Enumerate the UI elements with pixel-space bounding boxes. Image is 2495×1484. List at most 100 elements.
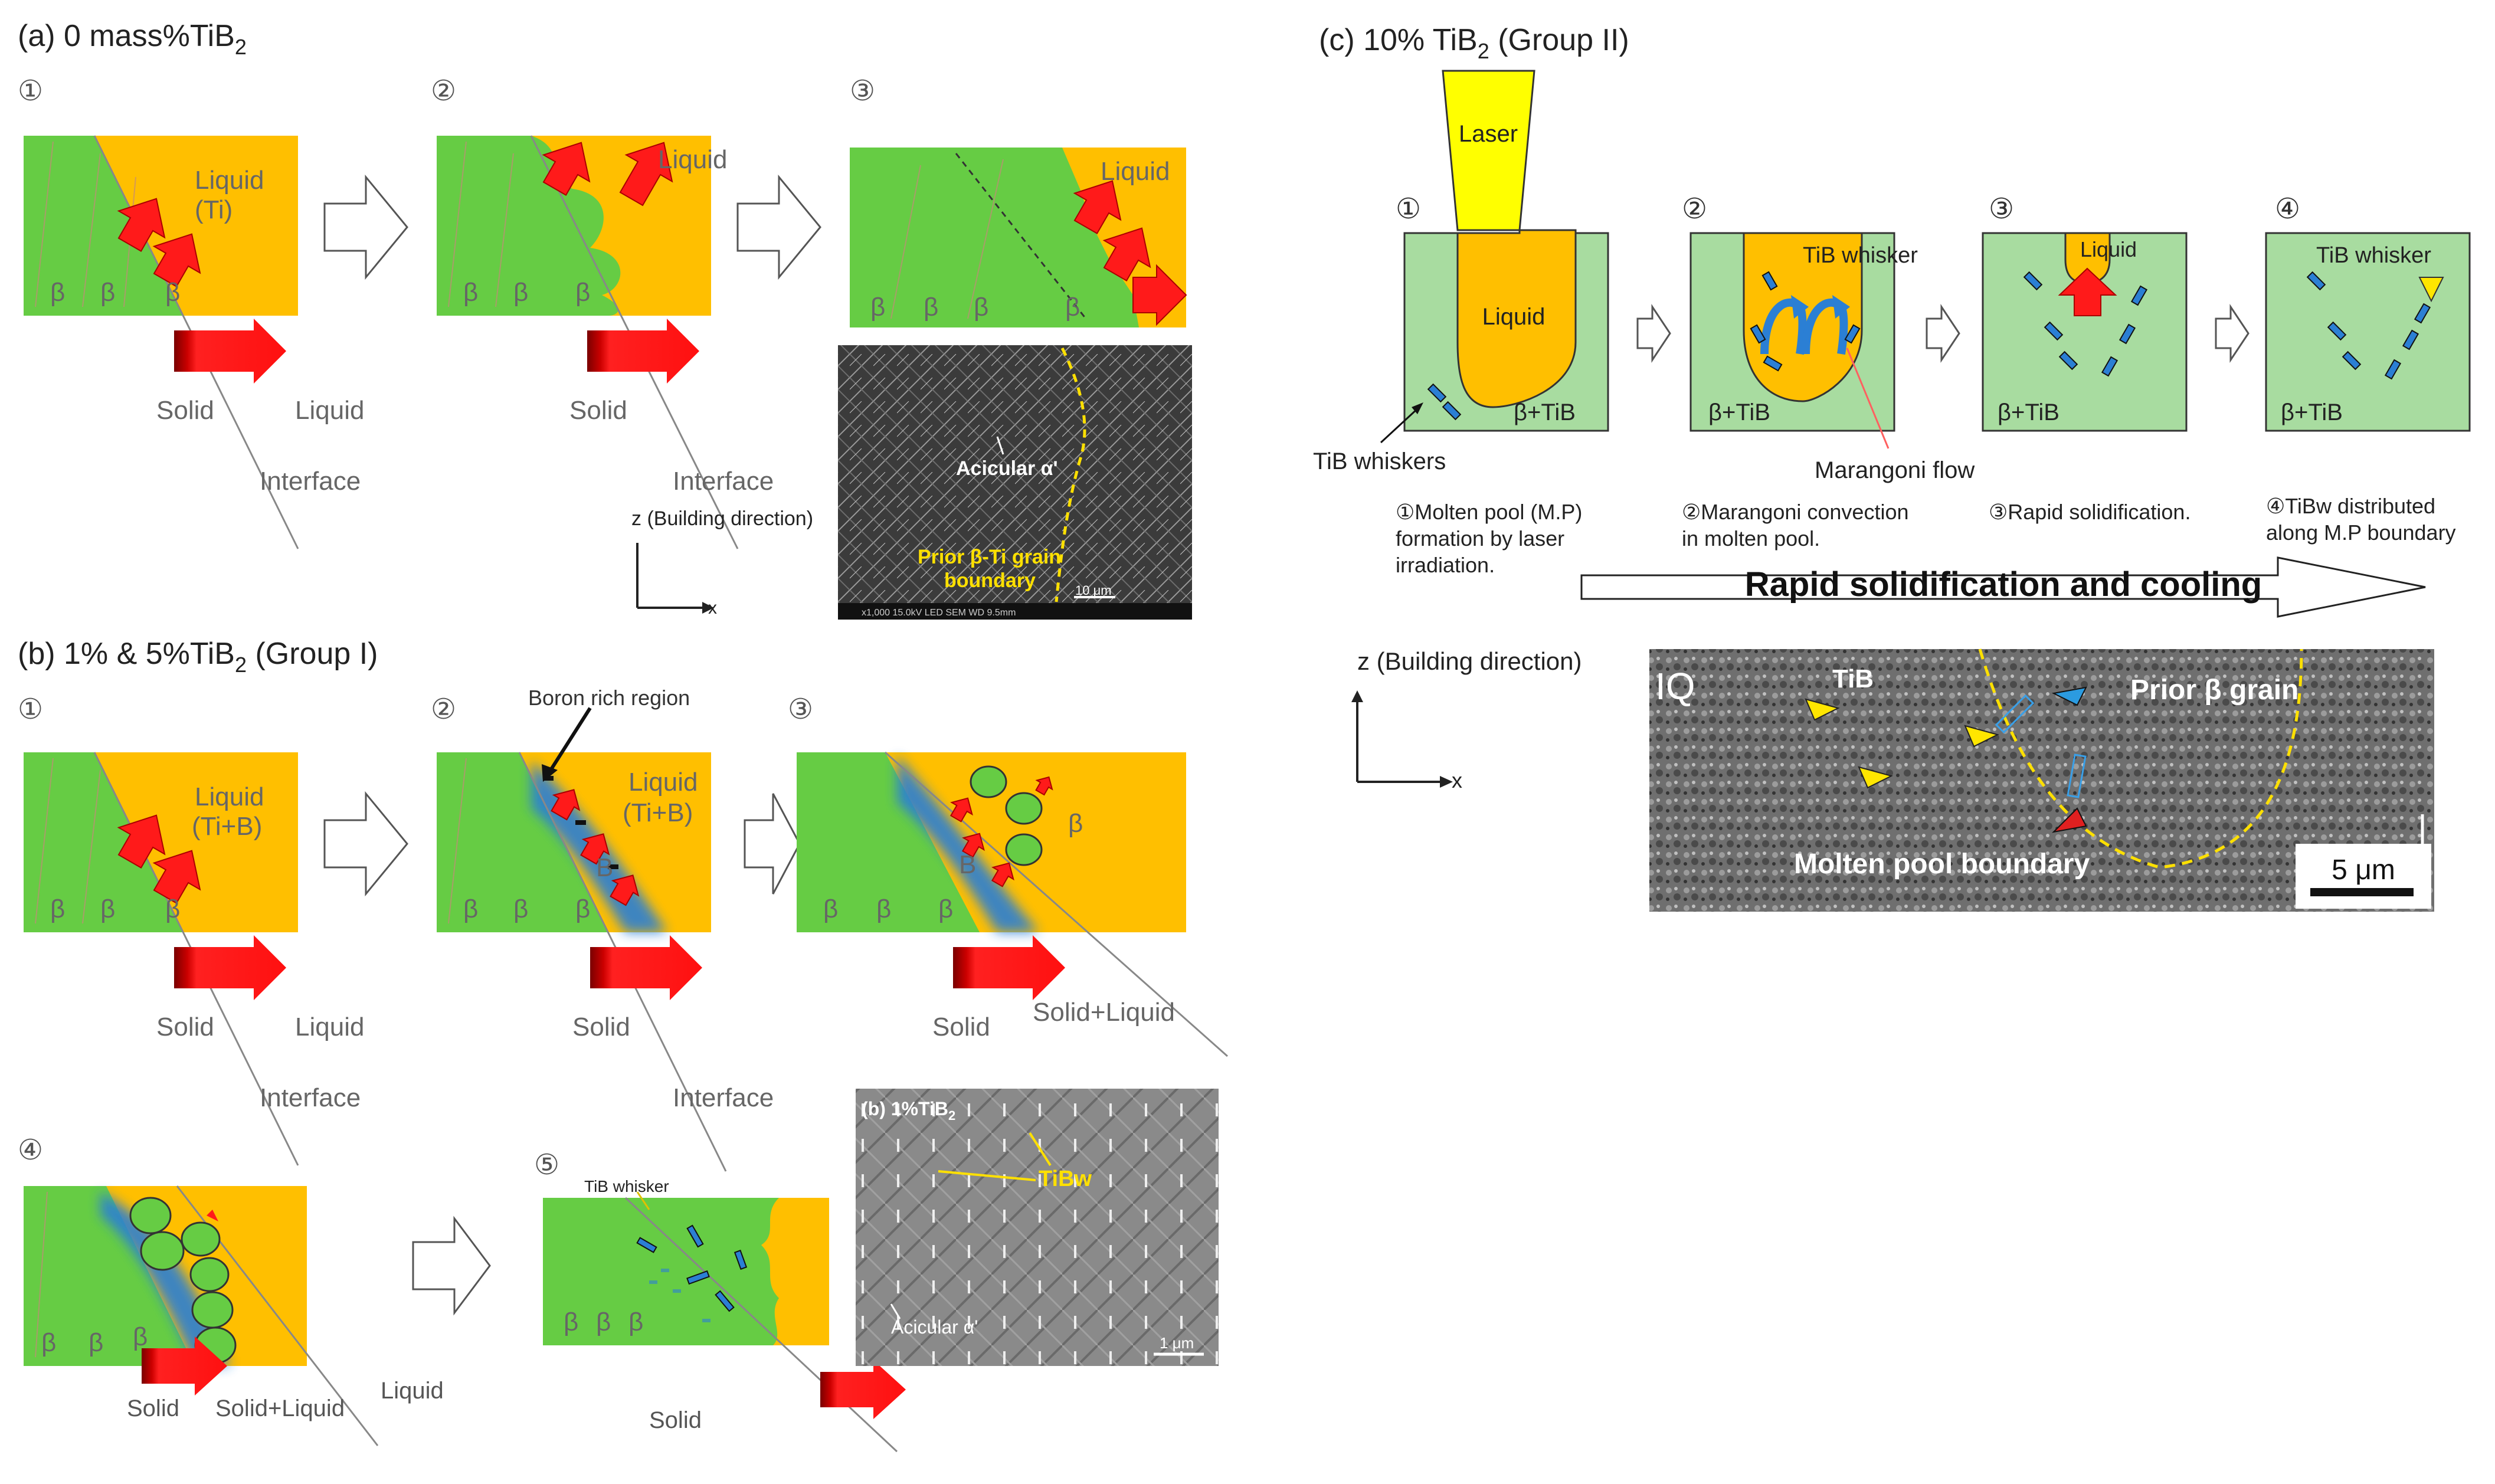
step-b1-label: ① — [18, 694, 43, 725]
next-step-arrow — [323, 791, 408, 897]
beta-tib-label: β+TiB — [1708, 399, 1770, 425]
panel-c-title: (c) 10% TiB2 (Group II) — [1319, 23, 1629, 63]
beta-tib-label: β+TiB — [2281, 399, 2343, 425]
next-step-arrow — [1926, 304, 1960, 363]
beta-label: β — [89, 1328, 103, 1357]
next-step-arrow — [744, 793, 801, 895]
next-step-arrow — [736, 174, 821, 280]
stage-c3-schematic: Liquid β+TiB — [1982, 232, 2188, 432]
banner-text: Rapid solidification and cooling — [1745, 565, 2262, 604]
solid-liquid-label: Solid+Liquid — [1033, 998, 1175, 1027]
step-a3-label: ③ — [850, 76, 875, 107]
marangoni-flow-label: Marangoni flow — [1815, 457, 1975, 483]
liquid-label: Liquid — [1482, 304, 1546, 330]
interface-label: Interface — [260, 1083, 361, 1112]
tib-label: TiB — [1832, 664, 1874, 693]
liquid-label: Liquid — [628, 768, 698, 797]
sem-footer: x1,000 15.0kV LED SEM WD 9.5mm — [862, 608, 1016, 618]
whisker-marker — [2418, 277, 2444, 303]
step-c1-label: ① — [1396, 194, 1421, 225]
solid-label: Solid — [156, 396, 214, 425]
solidification-arrow — [2058, 267, 2117, 316]
growth-direction-arrow — [590, 935, 702, 1000]
panel-b: (b) 1% & 5%TiB2 (Group I) ① ② ③ ④ ⑤ Liqu… — [18, 637, 1228, 1453]
caption-c1: irradiation. — [1396, 553, 1495, 577]
liquid-label: Liquid — [1101, 157, 1170, 186]
beta-label: β — [165, 895, 180, 923]
prior-grain-boundary-label: boundary — [944, 569, 1036, 592]
solid-label: Solid — [127, 1395, 179, 1421]
panel-b-title: (b) 1% & 5%TiB2 (Group I) — [18, 637, 378, 677]
growth-direction-arrow — [174, 319, 286, 384]
caption-c2: in molten pool. — [1682, 526, 1820, 551]
laser-label: Laser — [1459, 121, 1518, 147]
iq-label: IQ — [1655, 665, 1695, 707]
solid-region — [24, 136, 183, 316]
stage-c2-schematic: TiB whisker β+TiB Marangoni flow — [1689, 232, 1975, 483]
boundary-marker — [2052, 807, 2087, 833]
beta-label: β — [100, 895, 115, 923]
liquid-composition-label: (Ti) — [195, 195, 233, 224]
prior-grain-boundary-label: Prior β-Ti grain — [918, 546, 1061, 568]
prior-grain-label: Prior β grain — [2130, 674, 2298, 706]
stage-a3-schematic: Liquid β β β β — [850, 148, 1187, 327]
beta-label: β — [50, 278, 65, 307]
beta-label: β — [870, 293, 885, 322]
liquid-composition-label: (Ti+B) — [192, 812, 262, 841]
beta-label: β — [596, 1308, 611, 1336]
stage-b1-schematic: Liquid (Ti+B) β β β Solid Liquid Interfa… — [24, 752, 364, 1166]
panel-a-title: (a) 0 mass%TiB2 — [18, 19, 247, 59]
boron-label: B — [596, 853, 613, 882]
beta-label: β — [1068, 809, 1083, 838]
caption-c1: ①Molten pool (M.P) — [1396, 500, 1582, 524]
growth-direction-arrow — [142, 1336, 227, 1395]
beta-label: β — [628, 1308, 643, 1336]
stage-b4-schematic: β β β Solid Solid+Liquid Liquid — [24, 1185, 444, 1446]
liquid-composition-label: (Ti+B) — [623, 798, 693, 827]
molten-pool — [1456, 229, 1577, 408]
interface-label: Interface — [673, 467, 774, 496]
beta-label: β — [575, 278, 590, 307]
beta-label: β — [463, 278, 478, 307]
solid-label: Solid — [156, 1013, 214, 1041]
beta-label: β — [50, 895, 65, 923]
beta-label: β — [924, 293, 938, 322]
boron-label: B — [959, 850, 976, 879]
beta-label: β — [876, 895, 891, 923]
liquid-label: Liquid — [195, 166, 264, 195]
caption-c4: ④TiBw distributed — [2266, 494, 2435, 518]
liquid-label: Liquid — [295, 1013, 364, 1041]
stage-b2-schematic: Boron rich region Liquid (Ti+B) B β β β … — [437, 686, 774, 1172]
growth-direction-arrow — [587, 319, 699, 384]
beta-tib-label: β+TiB — [1998, 399, 2059, 425]
scale-bar-label: 1 μm — [1160, 1334, 1194, 1352]
beta-label: β — [463, 895, 478, 923]
liquid-label: Liquid — [381, 1378, 444, 1404]
liquid-label: Liquid — [295, 396, 364, 425]
growth-direction-arrow — [174, 935, 286, 1000]
next-step-arrow — [2215, 304, 2250, 363]
beta-label: β — [513, 895, 528, 923]
scale-bar-label: 5 μm — [2332, 854, 2395, 886]
building-direction-label: z (Building direction) — [631, 507, 813, 530]
growth-direction-arrow — [953, 935, 1065, 1000]
solid-label: Solid — [932, 1013, 990, 1041]
beta-label: β — [823, 895, 838, 923]
sem-micrograph-a: Acicular α' Prior β-Ti grain boundary 10… — [838, 345, 1192, 620]
stage-a1-schematic: Liquid (Ti) β β β Solid Liquid Interface — [24, 135, 364, 549]
liquid-label: Liquid — [195, 782, 264, 811]
panel-c: (c) 10% TiB2 (Group II) Laser ① ② ③ ④ Li… — [1313, 23, 2471, 912]
beta-label: β — [575, 895, 590, 923]
molten-pool-boundary-line — [1978, 648, 2303, 869]
stage-b5-schematic: TiB whisker β β β Solid — [543, 1177, 906, 1453]
step-b5-label: ⑤ — [534, 1149, 559, 1181]
liquid-label: Liquid — [2080, 237, 2137, 261]
beta-label: β — [974, 293, 988, 322]
stage-b3-schematic: β B β β β Solid Solid+Liquid — [797, 751, 1228, 1057]
beta-label: β — [133, 1322, 148, 1351]
tibw-label: TiBw — [1039, 1167, 1092, 1191]
caption-c1: formation by laser — [1396, 526, 1564, 551]
tib-whiskers-label: TiB whiskers — [1313, 448, 1446, 474]
rapid-solidification-banner: Rapid solidification and cooling — [1580, 556, 2426, 618]
